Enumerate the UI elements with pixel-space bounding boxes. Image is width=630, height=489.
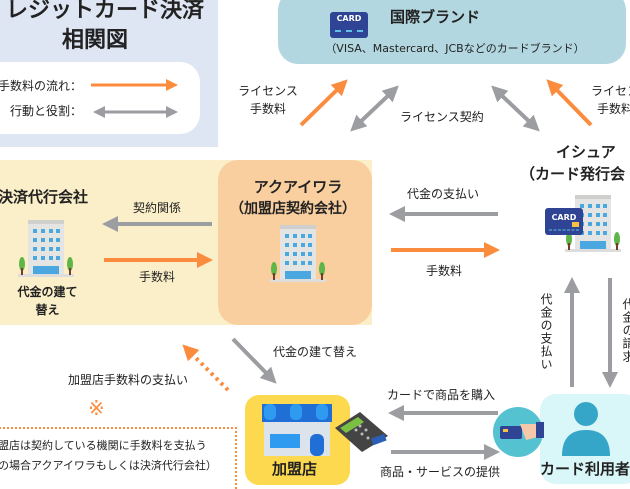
payment-advance-arrow [231,337,277,384]
license-fee-left: ライセンス手数料 [238,84,298,116]
fee-right-label: 手数料 [426,264,463,278]
psp-title: 決済代行会社 [0,188,89,206]
note-line-2: の場合アクアイワラもしくは決済代行会社） [0,459,217,472]
svg-text:CARD: CARD [552,213,577,222]
legend-box [0,62,200,134]
card-text: CARD [336,14,362,23]
license-fee-arrow-right [546,79,593,127]
user-person-icon [562,402,610,456]
acquirer-title: アクアイワラ [253,178,343,196]
note-mark: ※ [88,396,105,420]
issuer-card-icon: CARD [545,208,583,235]
license-contract-arrow-left [350,85,399,132]
brand-card-icon: CARD [330,12,368,38]
buy-with-card-label: カードで商品を購入 [387,388,496,402]
acquirer-sub: （加盟店契約会社） [230,201,356,217]
card-terminal-icon [335,412,388,452]
psp-building-icon [18,220,74,277]
issuer-sub: （カード発行会 [520,165,626,183]
acquirer-building-icon [270,225,326,282]
brand-title: 国際ブランド [390,8,481,26]
fee-left-label: 手数料 [139,270,176,284]
page-title: レジットカード決済 [5,0,204,23]
brand-subtitle: （VISA、Mastercard、JCBなどのカードブランド） [325,42,585,55]
note-box [0,427,237,489]
diagram-graphics: CARD [18,79,621,460]
issuer-title: イシュア [556,143,616,161]
legend-action-label: 行動と役割： [9,104,82,118]
license-contract-label: ライセンス契約 [400,110,484,124]
license-fee-right: ライセン手数料 [590,84,630,116]
license-fee-arrow-left [299,79,348,127]
license-contract-arrow-right [491,85,540,132]
note-line-1: 盟店は契約している機関に手数料を支払う [0,439,207,452]
merchant-fee-label: 加盟店手数料の支払い [68,373,189,387]
payment-to-acquirer-label: 代金の支払い [407,187,480,201]
legend-fee-label: 手数料の流れ： [0,79,82,93]
psp-sub: 代金の建て替え [17,285,78,317]
merchant-fee-arrow [182,344,230,392]
page-title-line2: 相関図 [61,28,128,53]
billing-label: 代金の請求 [621,298,630,363]
user-payment-label: 代金の支払い [539,293,553,371]
payment-advance-label: 代金の建て替え [273,345,358,359]
store-icon [262,404,332,456]
contract-relation-label: 契約関係 [133,201,182,215]
